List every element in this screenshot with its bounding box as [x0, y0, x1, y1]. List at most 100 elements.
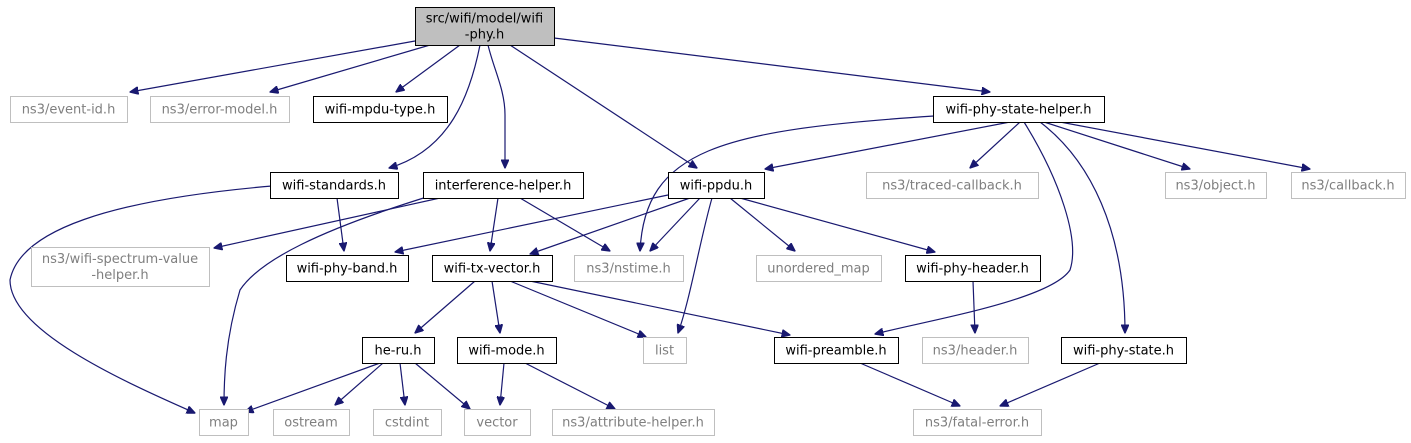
edge-wifi-ppdu-to-nstime [650, 197, 701, 251]
edge-arrow [214, 197, 441, 248]
node-box [574, 255, 684, 282]
node-label: ns3/fatal-error.h [925, 416, 1029, 431]
edge-arrow [487, 44, 505, 168]
node-label: unordered_map [767, 262, 870, 277]
edge-root-to-interference-helper [487, 44, 505, 168]
edge-wifi-ppdu-to-wifi-phy-header [739, 197, 935, 252]
node-box [286, 255, 409, 282]
node-box [199, 409, 249, 436]
node-label: wifi-phy-band.h [297, 262, 398, 277]
edge-arrow [224, 195, 431, 405]
node-box [774, 337, 899, 364]
node-box [362, 337, 435, 364]
edge-arrow [395, 194, 669, 252]
edge-arrow [970, 121, 1021, 168]
node-unordered-map: unordered_map [756, 255, 882, 282]
node-label: wifi-phy-state.h [1073, 344, 1174, 359]
edge-he-ru-to-vector [414, 362, 470, 409]
node-wifi-tx-vector[interactable]: wifi-tx-vector.h [432, 255, 553, 282]
node-box [922, 337, 1029, 364]
edge-wifi-standards-to-map [9, 185, 273, 413]
node-wifi-phy-band[interactable]: wifi-phy-band.h [286, 255, 409, 282]
node-wifi-standards[interactable]: wifi-standards.h [270, 172, 399, 199]
edge-wifi-tx-vector-to-wifi-preamble [529, 280, 790, 335]
node-header: ns3/header.h [922, 337, 1029, 364]
node-wifi-mode[interactable]: wifi-mode.h [457, 337, 557, 364]
node-box [10, 96, 128, 123]
edge-interference-helper-to-map [224, 195, 431, 405]
edge-wifi-phy-state-helper-to-wifi-preamble [875, 121, 1074, 334]
node-label: ns3/callback.h [1301, 179, 1394, 194]
edge-wifi-tx-vector-to-he-ru [415, 280, 476, 333]
edge-wifi-ppdu-to-unordered-map [729, 197, 795, 251]
edge-wifi-tx-vector-to-wifi-mode [491, 280, 500, 333]
node-vector: vector [464, 409, 531, 436]
node-box [464, 409, 531, 436]
node-label: ns3/traced-callback.h [882, 179, 1022, 194]
edge-wifi-tx-vector-to-list [509, 280, 646, 337]
node-box [1291, 172, 1406, 199]
edge-wifi-ppdu-to-wifi-phy-band [395, 194, 669, 252]
edge-arrow [9, 185, 273, 413]
node-label: ns3/error-model.h [162, 103, 278, 118]
edge-wifi-ppdu-to-list [678, 197, 713, 333]
node-label: he-ru.h [375, 344, 422, 359]
node-label: wifi-mode.h [468, 344, 544, 359]
edge-arrow [130, 40, 416, 92]
edge-arrow [335, 362, 384, 405]
node-box [866, 172, 1039, 199]
edge-arrow [519, 197, 610, 251]
node-box [457, 337, 557, 364]
node-wifi-phy-state[interactable]: wifi-phy-state.h [1061, 337, 1187, 364]
edge-arrow [1043, 121, 1190, 169]
edge-arrow [765, 121, 1011, 169]
node-label: wifi-phy-header.h [916, 262, 1029, 277]
node-wifi-phy-state-helper[interactable]: wifi-phy-state-helper.h [933, 96, 1105, 123]
edge-he-ru-to-cstdint [399, 362, 405, 405]
node-wifi-phy-header[interactable]: wifi-phy-header.h [905, 255, 1041, 282]
node-error-model: ns3/error-model.h [150, 96, 290, 123]
node-box [270, 172, 399, 199]
edge-wifi-phy-state-helper-to-traced-callback [970, 121, 1021, 168]
edge-arrow [1059, 121, 1310, 169]
node-label: -helper.h [91, 268, 148, 283]
node-wifi-mpdu-type[interactable]: wifi-mpdu-type.h [313, 96, 448, 123]
node-label: map [209, 416, 238, 431]
edge-interference-helper-to-wifi-tx-vector [490, 197, 499, 251]
edge-arrow [640, 115, 935, 251]
edge-arrow [875, 121, 1074, 334]
edge-arrow [650, 197, 701, 251]
node-he-ru[interactable]: he-ru.h [362, 337, 435, 364]
node-label: wifi-phy-state-helper.h [945, 103, 1091, 118]
edge-wifi-phy-state-helper-to-object [1043, 121, 1190, 169]
node-box [1061, 337, 1187, 364]
node-root[interactable]: src/wifi/model/wifi-phy.h [415, 7, 555, 46]
node-label: -phy.h [465, 28, 504, 43]
node-wifi-preamble[interactable]: wifi-preamble.h [774, 337, 899, 364]
node-box [913, 409, 1042, 436]
node-label: interference-helper.h [435, 179, 572, 194]
edge-arrow [245, 362, 381, 412]
node-label: wifi-standards.h [282, 179, 386, 194]
node-box [432, 255, 553, 282]
edge-arrow [270, 44, 431, 92]
edges-layer [9, 37, 1310, 413]
node-label: wifi-tx-vector.h [444, 262, 541, 277]
edge-arrow [490, 197, 499, 251]
edge-he-ru-to-ostream [335, 362, 384, 405]
node-label: ns3/object.h [1175, 179, 1255, 194]
node-box [313, 96, 448, 123]
edge-arrow [396, 44, 461, 92]
edge-root-to-wifi-ppdu [509, 44, 697, 168]
edge-root-to-wifi-phy-state-helper [553, 37, 990, 92]
node-interference-helper[interactable]: interference-helper.h [423, 172, 584, 199]
node-label: wifi-ppdu.h [680, 179, 753, 194]
node-label: ns3/event-id.h [22, 103, 116, 118]
node-wifi-ppdu[interactable]: wifi-ppdu.h [668, 172, 765, 199]
edge-arrow [1000, 362, 1101, 406]
edge-interference-helper-to-nstime [519, 197, 610, 251]
edge-arrow [399, 362, 405, 405]
node-ostream: ostream [273, 409, 350, 436]
node-cstdint: cstdint [373, 409, 442, 436]
edge-wifi-preamble-to-fatal-error [859, 362, 960, 406]
